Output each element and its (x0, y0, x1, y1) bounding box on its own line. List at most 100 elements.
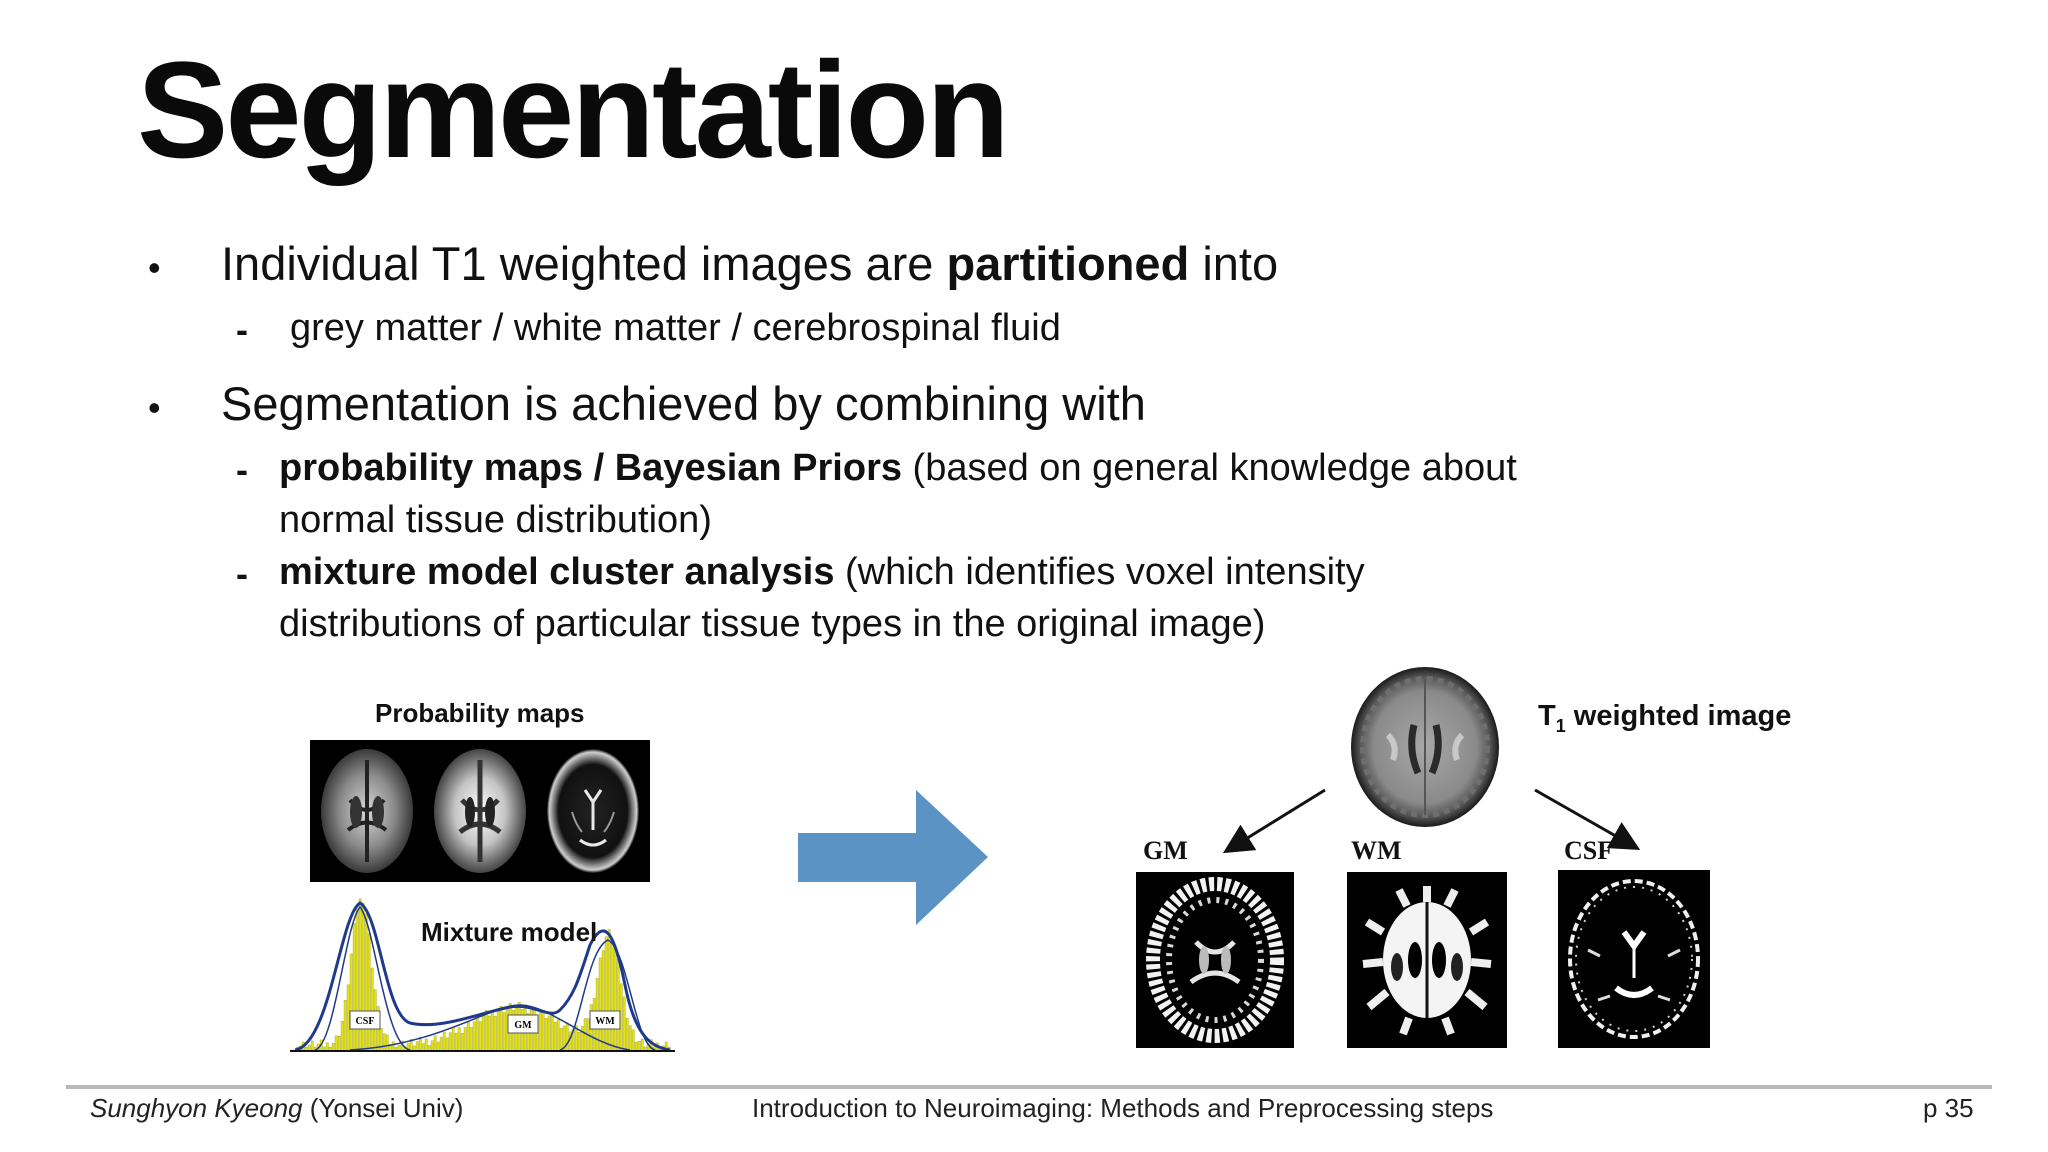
histogram-bar (559, 1028, 563, 1052)
histogram-bar (622, 996, 626, 1052)
branch-arrows (1222, 788, 1641, 854)
histogram-bar (628, 1025, 632, 1052)
gm-segmentation-image (1136, 872, 1294, 1048)
histogram-bar (436, 1041, 440, 1052)
histogram-bar (415, 1041, 419, 1052)
histogram-bar (637, 1041, 641, 1052)
histogram-bar (580, 1026, 584, 1052)
histogram-bar (334, 1035, 338, 1052)
histogram-bar (610, 940, 614, 1052)
csf-label: CSF (1564, 836, 1614, 865)
histogram-bar (382, 1033, 386, 1052)
histogram-bar (490, 1010, 494, 1052)
footer-page-number: p 35 (1923, 1093, 1974, 1123)
histogram-bar (466, 1021, 470, 1052)
hist-label-wm: WM (595, 1016, 615, 1027)
histogram-bar (478, 1021, 482, 1052)
histogram-bar (607, 929, 611, 1052)
bullet-1-post: into (1189, 237, 1279, 290)
sub-bullet-2-rest: (based on general knowledge about normal… (279, 447, 1517, 541)
histogram-bar (475, 1015, 479, 1052)
dash-marker: - (236, 553, 248, 594)
histogram-bar (310, 1040, 314, 1052)
histogram-bar (553, 1021, 557, 1052)
histogram-bar (598, 957, 602, 1052)
mixture-model-histogram: CSF GM WM (290, 898, 675, 1052)
sub-bullet-2-text: probability maps / Bayesian Priors (base… (279, 442, 1599, 546)
histogram-bar (349, 953, 353, 1052)
hist-label-csf: CSF (356, 1016, 375, 1027)
footer-author: Sunghyon Kyeong (Yonsei Univ) (90, 1093, 463, 1124)
histogram-bar (496, 1011, 500, 1052)
histogram-bar (370, 967, 374, 1052)
bullet-marker: • (148, 387, 161, 428)
footer-affiliation: (Yonsei Univ) (302, 1093, 464, 1123)
histogram-bar (493, 1016, 497, 1052)
histogram-bar (616, 959, 620, 1052)
probability-maps-title: Probability maps (375, 698, 585, 728)
footer-divider (66, 1085, 1992, 1089)
histogram-bar (442, 1031, 446, 1052)
footer-author-name: Sunghyon Kyeong (90, 1093, 303, 1123)
bullet-marker: • (148, 247, 161, 288)
sub-bullet-2-bold: probability maps / Bayesian Priors (279, 447, 902, 489)
histogram-bar (346, 984, 350, 1052)
footer-course-title: Introduction to Neuroimaging: Methods an… (752, 1093, 1494, 1123)
mixture-curve-total (294, 901, 671, 1052)
csf-segmentation-image (1558, 870, 1710, 1048)
histogram-bar (634, 1041, 638, 1052)
histogram-bar (445, 1037, 449, 1052)
histogram-bar (331, 1043, 335, 1052)
histogram-bar (547, 1015, 551, 1052)
histogram-bar (343, 1000, 347, 1052)
histogram-bar (337, 1036, 341, 1052)
histogram-bar (625, 1018, 629, 1052)
t1-letter: T (1538, 700, 1556, 732)
histogram-bar (460, 1032, 464, 1052)
prob-map-wm (434, 749, 526, 873)
bullet-1-pre: Individual T1 weighted images are (221, 237, 947, 290)
histogram-bar (451, 1027, 455, 1052)
histogram-bar (439, 1036, 443, 1052)
wm-label: WM (1351, 836, 1402, 865)
arrow-to-csf (1534, 788, 1641, 850)
histogram-bar (424, 1038, 428, 1052)
histogram-bar (484, 1010, 488, 1052)
histogram-bar (463, 1027, 467, 1052)
histogram-bar (430, 1040, 434, 1052)
mixture-curve-csf (314, 905, 411, 1051)
histogram-bar (538, 1012, 542, 1052)
histogram-bar (604, 936, 608, 1052)
histogram-bar (481, 1015, 485, 1052)
histogram-bar (550, 1013, 554, 1052)
histogram-bar (613, 947, 617, 1052)
t1-subscript: 1 (1555, 715, 1566, 736)
t1-rest: weighted image (1565, 700, 1792, 732)
histogram-bar (325, 1042, 329, 1052)
wm-segmentation-image (1347, 872, 1507, 1048)
bullet-1-text: Individual T1 weighted images are partit… (221, 236, 1278, 292)
arrow-to-gm (1222, 788, 1326, 854)
histogram-bar (421, 1043, 425, 1052)
dash-marker: - (236, 449, 248, 490)
histogram-bar (448, 1032, 452, 1052)
probability-maps-image (310, 740, 650, 882)
histogram-bar (355, 908, 359, 1052)
histogram-bar (601, 950, 605, 1052)
sub-bullet-3-bold: mixture model cluster analysis (279, 551, 835, 593)
histogram-bar (583, 1018, 587, 1052)
sub-bullet-3-text: mixture model cluster analysis (which id… (279, 546, 1479, 650)
slide-title: Segmentation (137, 34, 1010, 187)
histogram-bar (364, 913, 368, 1052)
histogram-bar (472, 1021, 476, 1052)
histogram-bar (502, 1012, 506, 1052)
histogram-bar (541, 1009, 545, 1052)
t1-brain-image (1351, 667, 1499, 827)
histogram-bar (556, 1019, 560, 1052)
histogram-bar (577, 1032, 581, 1052)
histogram-bar (352, 923, 356, 1052)
histogram-bar (544, 1018, 548, 1052)
t1-weighted-image-label: T1 weighted image (1538, 700, 1791, 737)
sub-bullet-1-text: grey matter / white matter / cerebrospin… (290, 307, 1061, 349)
histogram-bar (454, 1032, 458, 1052)
